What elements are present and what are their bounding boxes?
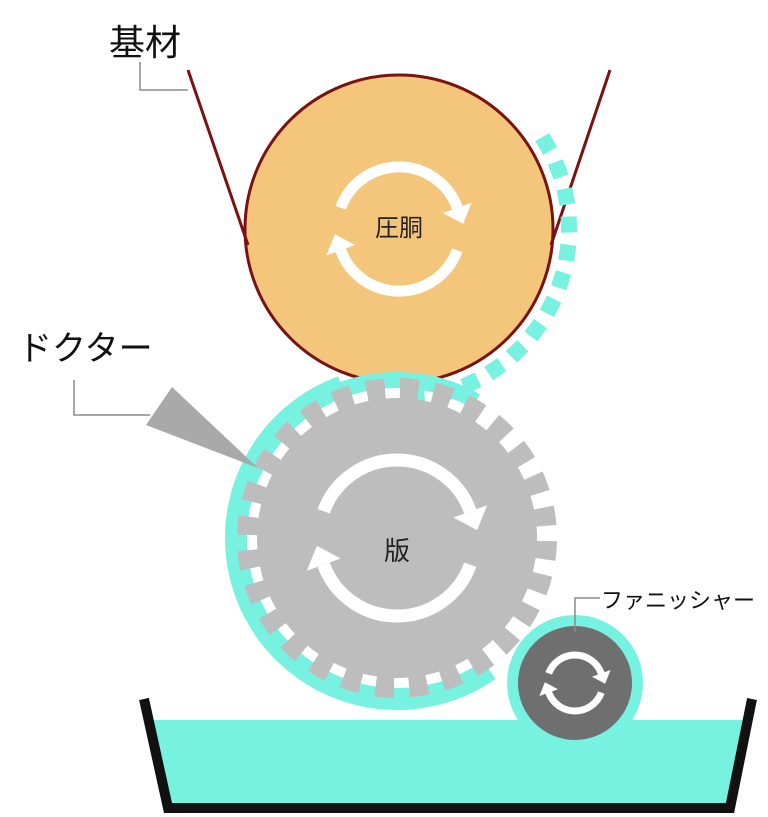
ink-dot xyxy=(539,295,562,317)
plate-rotation-arrows xyxy=(306,453,488,623)
plate-label: 版 xyxy=(384,537,410,567)
ink-dot xyxy=(535,133,558,155)
ink-dot xyxy=(524,318,547,342)
rotation-arc xyxy=(545,691,605,715)
fanisher-roller xyxy=(507,615,643,751)
ink-dot xyxy=(556,187,576,206)
rotation-arc xyxy=(317,453,477,514)
rotation-arc xyxy=(335,248,463,297)
impression-cylinder: 圧胴 xyxy=(243,73,555,385)
leader-line-doctor xyxy=(73,380,150,416)
callout-fanisher: ファニッシャー xyxy=(574,589,755,632)
rotation-arrowhead xyxy=(592,670,611,684)
ink-dot xyxy=(551,270,572,291)
ink-dot xyxy=(558,243,577,262)
tray-outline xyxy=(139,697,757,813)
rotation-arc xyxy=(317,562,477,623)
rotation-arrowhead xyxy=(539,682,558,696)
substrate-label: 基材 xyxy=(109,23,181,64)
plate-cylinder: 版 xyxy=(225,371,557,710)
callout-doctor: ドクター xyxy=(18,329,153,416)
leader-line-substrate xyxy=(139,62,188,91)
rotation-arrowhead xyxy=(453,505,488,531)
ink-pool xyxy=(154,720,746,808)
rotation-arrowhead xyxy=(326,234,356,256)
substrate-right xyxy=(549,69,612,246)
substrate-left xyxy=(186,69,250,246)
fanisher-body xyxy=(518,626,632,740)
ink-tray xyxy=(139,697,757,813)
impression-cylinder-label: 圧胴 xyxy=(375,214,423,242)
ink-dot xyxy=(560,216,578,233)
ink-dot xyxy=(484,357,507,381)
fanisher-rotation-arrows xyxy=(539,651,611,715)
leader-line-fanisher xyxy=(574,597,600,632)
rotation-arrowhead xyxy=(442,202,472,224)
rotation-arrowhead xyxy=(306,545,341,571)
doctor-label: ドクター xyxy=(18,329,153,369)
substrate-web xyxy=(186,69,612,246)
doctor-blade xyxy=(146,387,258,468)
ink-dot xyxy=(505,339,529,363)
plate-cylinder-body xyxy=(237,378,557,698)
impression-rotation-arrows xyxy=(326,161,472,297)
ink-dot xyxy=(547,159,569,180)
rotation-arc xyxy=(545,651,605,675)
rotation-arc xyxy=(335,161,463,210)
callout-substrate: 基材 xyxy=(109,23,188,91)
fanisher-label: ファニッシャー xyxy=(601,589,755,614)
